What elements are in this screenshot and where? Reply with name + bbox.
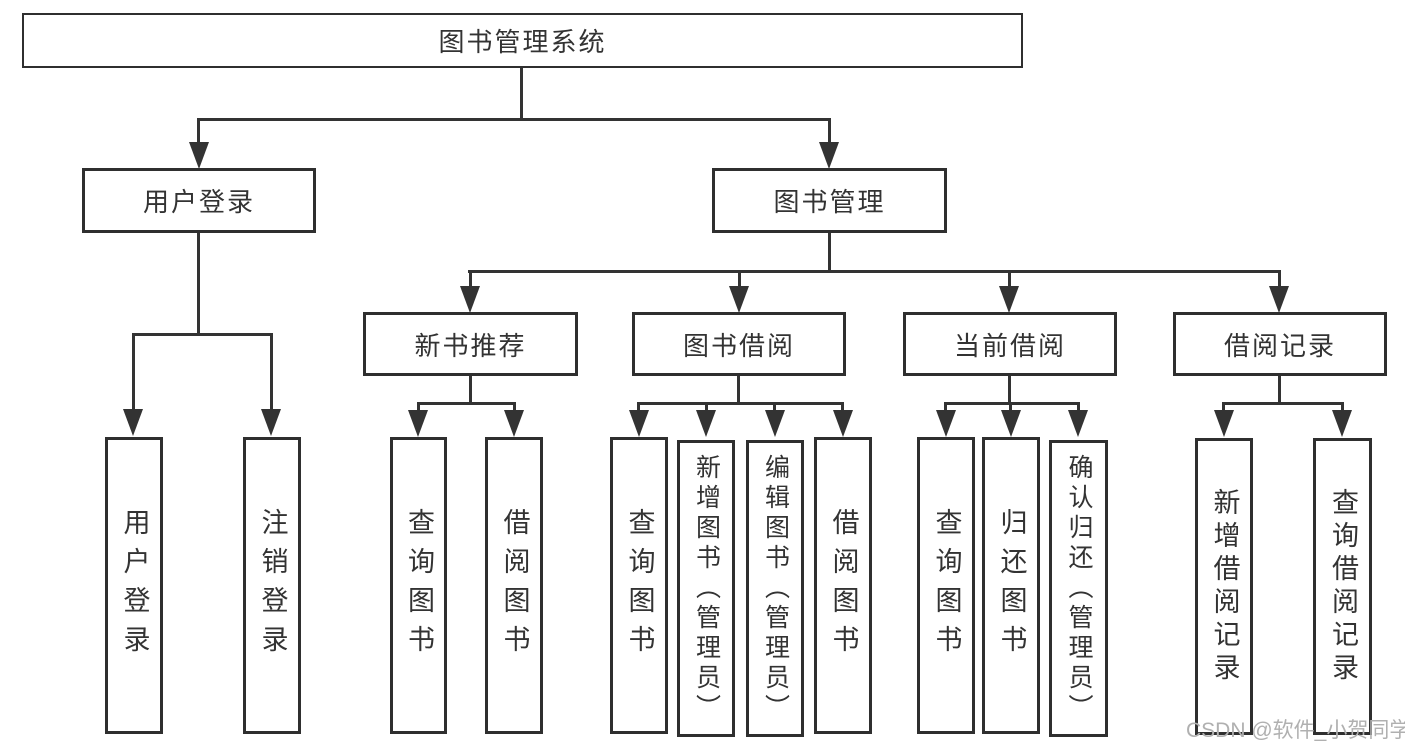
connector-leaf-shaft — [417, 402, 420, 412]
connector-leaf-shaft — [513, 402, 516, 412]
leaf-user-login-label: 用户登录 — [119, 507, 150, 664]
connector-newrec-rail — [417, 402, 516, 405]
node-borrow-records: 借阅记录 — [1173, 312, 1387, 376]
connector-user-login-rail — [132, 333, 273, 336]
node-new-book-recommend: 新书推荐 — [363, 312, 578, 376]
connector-user-login-drop — [197, 233, 200, 336]
leaf-add-book-admin: 新增图书（管理员） — [677, 440, 735, 737]
arrow-down-icon — [729, 286, 749, 313]
node-current-borrow: 当前借阅 — [903, 312, 1117, 376]
leaf-query-borrow-record-label: 查询借阅记录 — [1328, 487, 1358, 686]
node-book-management-label: 图书管理 — [773, 187, 886, 217]
connector-level3-shaft — [1278, 270, 1281, 288]
leaf-borrow-books-recommend: 借阅图书 — [485, 437, 543, 734]
connector-leaf-shaft — [637, 402, 640, 412]
connector-root-drop — [520, 68, 523, 120]
arrow-down-icon — [1332, 410, 1352, 437]
leaf-logout-label: 注销登录 — [257, 507, 288, 664]
connector-leaf-shaft — [270, 333, 273, 411]
connector-user-login-shaft — [197, 118, 200, 144]
leaf-logout: 注销登录 — [243, 437, 301, 734]
arrow-down-icon — [460, 286, 480, 313]
leaf-query-books-recommend-label: 查询图书 — [404, 507, 434, 664]
leaf-confirm-return-admin: 确认归还（管理员） — [1049, 440, 1108, 737]
leaf-return-book: 归还图书 — [982, 437, 1040, 734]
connector-currentborrow-rail — [944, 402, 1080, 405]
leaf-query-books-borrow-label: 查询图书 — [624, 507, 655, 664]
connector-level3-shaft — [469, 270, 472, 288]
arrow-down-icon — [504, 410, 524, 437]
leaf-borrow-books-label: 借阅图书 — [828, 507, 859, 664]
connector-leaf-shaft — [1341, 402, 1344, 412]
node-library-system-label: 图书管理系统 — [438, 27, 607, 57]
leaf-query-books-borrow: 查询图书 — [610, 437, 668, 734]
arrow-down-icon — [1068, 410, 1088, 437]
connector-records-rail — [1222, 402, 1344, 405]
node-borrow-records-label: 借阅记录 — [1223, 330, 1336, 361]
connector-leaf-shaft — [705, 402, 708, 412]
arrow-down-icon — [696, 410, 716, 437]
connector-leaf-shaft — [132, 333, 135, 411]
connector-leaf-shaft — [773, 402, 776, 412]
connector-leaf-shaft — [1222, 402, 1225, 412]
arrow-down-icon — [999, 286, 1019, 313]
leaf-confirm-return-admin-label: 确认归还（管理员） — [1065, 453, 1093, 724]
arrow-down-icon — [819, 142, 839, 169]
node-book-management: 图书管理 — [712, 168, 947, 233]
arrow-down-icon — [936, 410, 956, 437]
leaf-query-books-current-label: 查询图书 — [931, 507, 962, 664]
connector-bookborrow-drop — [737, 376, 740, 405]
leaf-edit-book-admin-label: 编辑图书（管理员） — [761, 453, 790, 724]
connector-leaf-shaft — [944, 402, 947, 412]
leaf-query-books-current: 查询图书 — [917, 437, 975, 734]
arrow-down-icon — [1214, 410, 1234, 437]
connector-leaf-shaft — [841, 402, 844, 412]
node-new-book-recommend-label: 新书推荐 — [414, 330, 527, 361]
arrow-down-icon — [123, 409, 143, 436]
connector-records-drop — [1278, 376, 1281, 405]
connector-leaf-shaft — [1009, 402, 1012, 412]
connector-level2-rail — [197, 118, 831, 121]
connector-leaf-shaft — [1077, 402, 1080, 412]
node-book-borrow-label: 图书借阅 — [682, 330, 795, 361]
node-library-system: 图书管理系统 — [22, 13, 1023, 68]
arrow-down-icon — [1001, 410, 1021, 437]
leaf-borrow-books-recommend-label: 借阅图书 — [499, 507, 530, 664]
csdn-watermark: CSDN @软件_小贺同学 — [1186, 719, 1405, 742]
node-current-borrow-label: 当前借阅 — [953, 330, 1066, 361]
leaf-user-login: 用户登录 — [105, 437, 163, 734]
connector-currentborrow-drop — [1008, 376, 1011, 405]
connector-book-mgmt-shaft — [828, 118, 831, 144]
leaf-query-books-recommend: 查询图书 — [390, 437, 447, 734]
connector-newrec-drop — [469, 376, 472, 405]
leaf-add-borrow-record: 新增借阅记录 — [1195, 438, 1253, 735]
leaf-return-book-label: 归还图书 — [996, 507, 1027, 664]
leaf-borrow-books: 借阅图书 — [814, 437, 872, 734]
connector-bookborrow-rail — [637, 402, 844, 405]
leaf-add-book-admin-label: 新增图书（管理员） — [692, 453, 721, 724]
arrow-down-icon — [261, 409, 281, 436]
arrow-down-icon — [408, 410, 428, 437]
arrow-down-icon — [629, 410, 649, 437]
arrow-down-icon — [1269, 286, 1289, 313]
connector-level3-shaft — [1008, 270, 1011, 288]
node-book-borrow: 图书借阅 — [632, 312, 846, 376]
arrow-down-icon — [189, 142, 209, 169]
arrow-down-icon — [833, 410, 853, 437]
leaf-query-borrow-record: 查询借阅记录 — [1313, 438, 1372, 735]
node-user-login-label: 用户登录 — [142, 187, 255, 217]
connector-level3-shaft — [738, 270, 741, 288]
arrow-down-icon — [765, 410, 785, 437]
node-user-login: 用户登录 — [82, 168, 316, 233]
leaf-add-borrow-record-label: 新增借阅记录 — [1209, 487, 1240, 686]
connector-level3-rail — [468, 270, 1281, 273]
leaf-edit-book-admin: 编辑图书（管理员） — [746, 440, 804, 737]
connector-book-mgmt-drop — [828, 233, 831, 272]
